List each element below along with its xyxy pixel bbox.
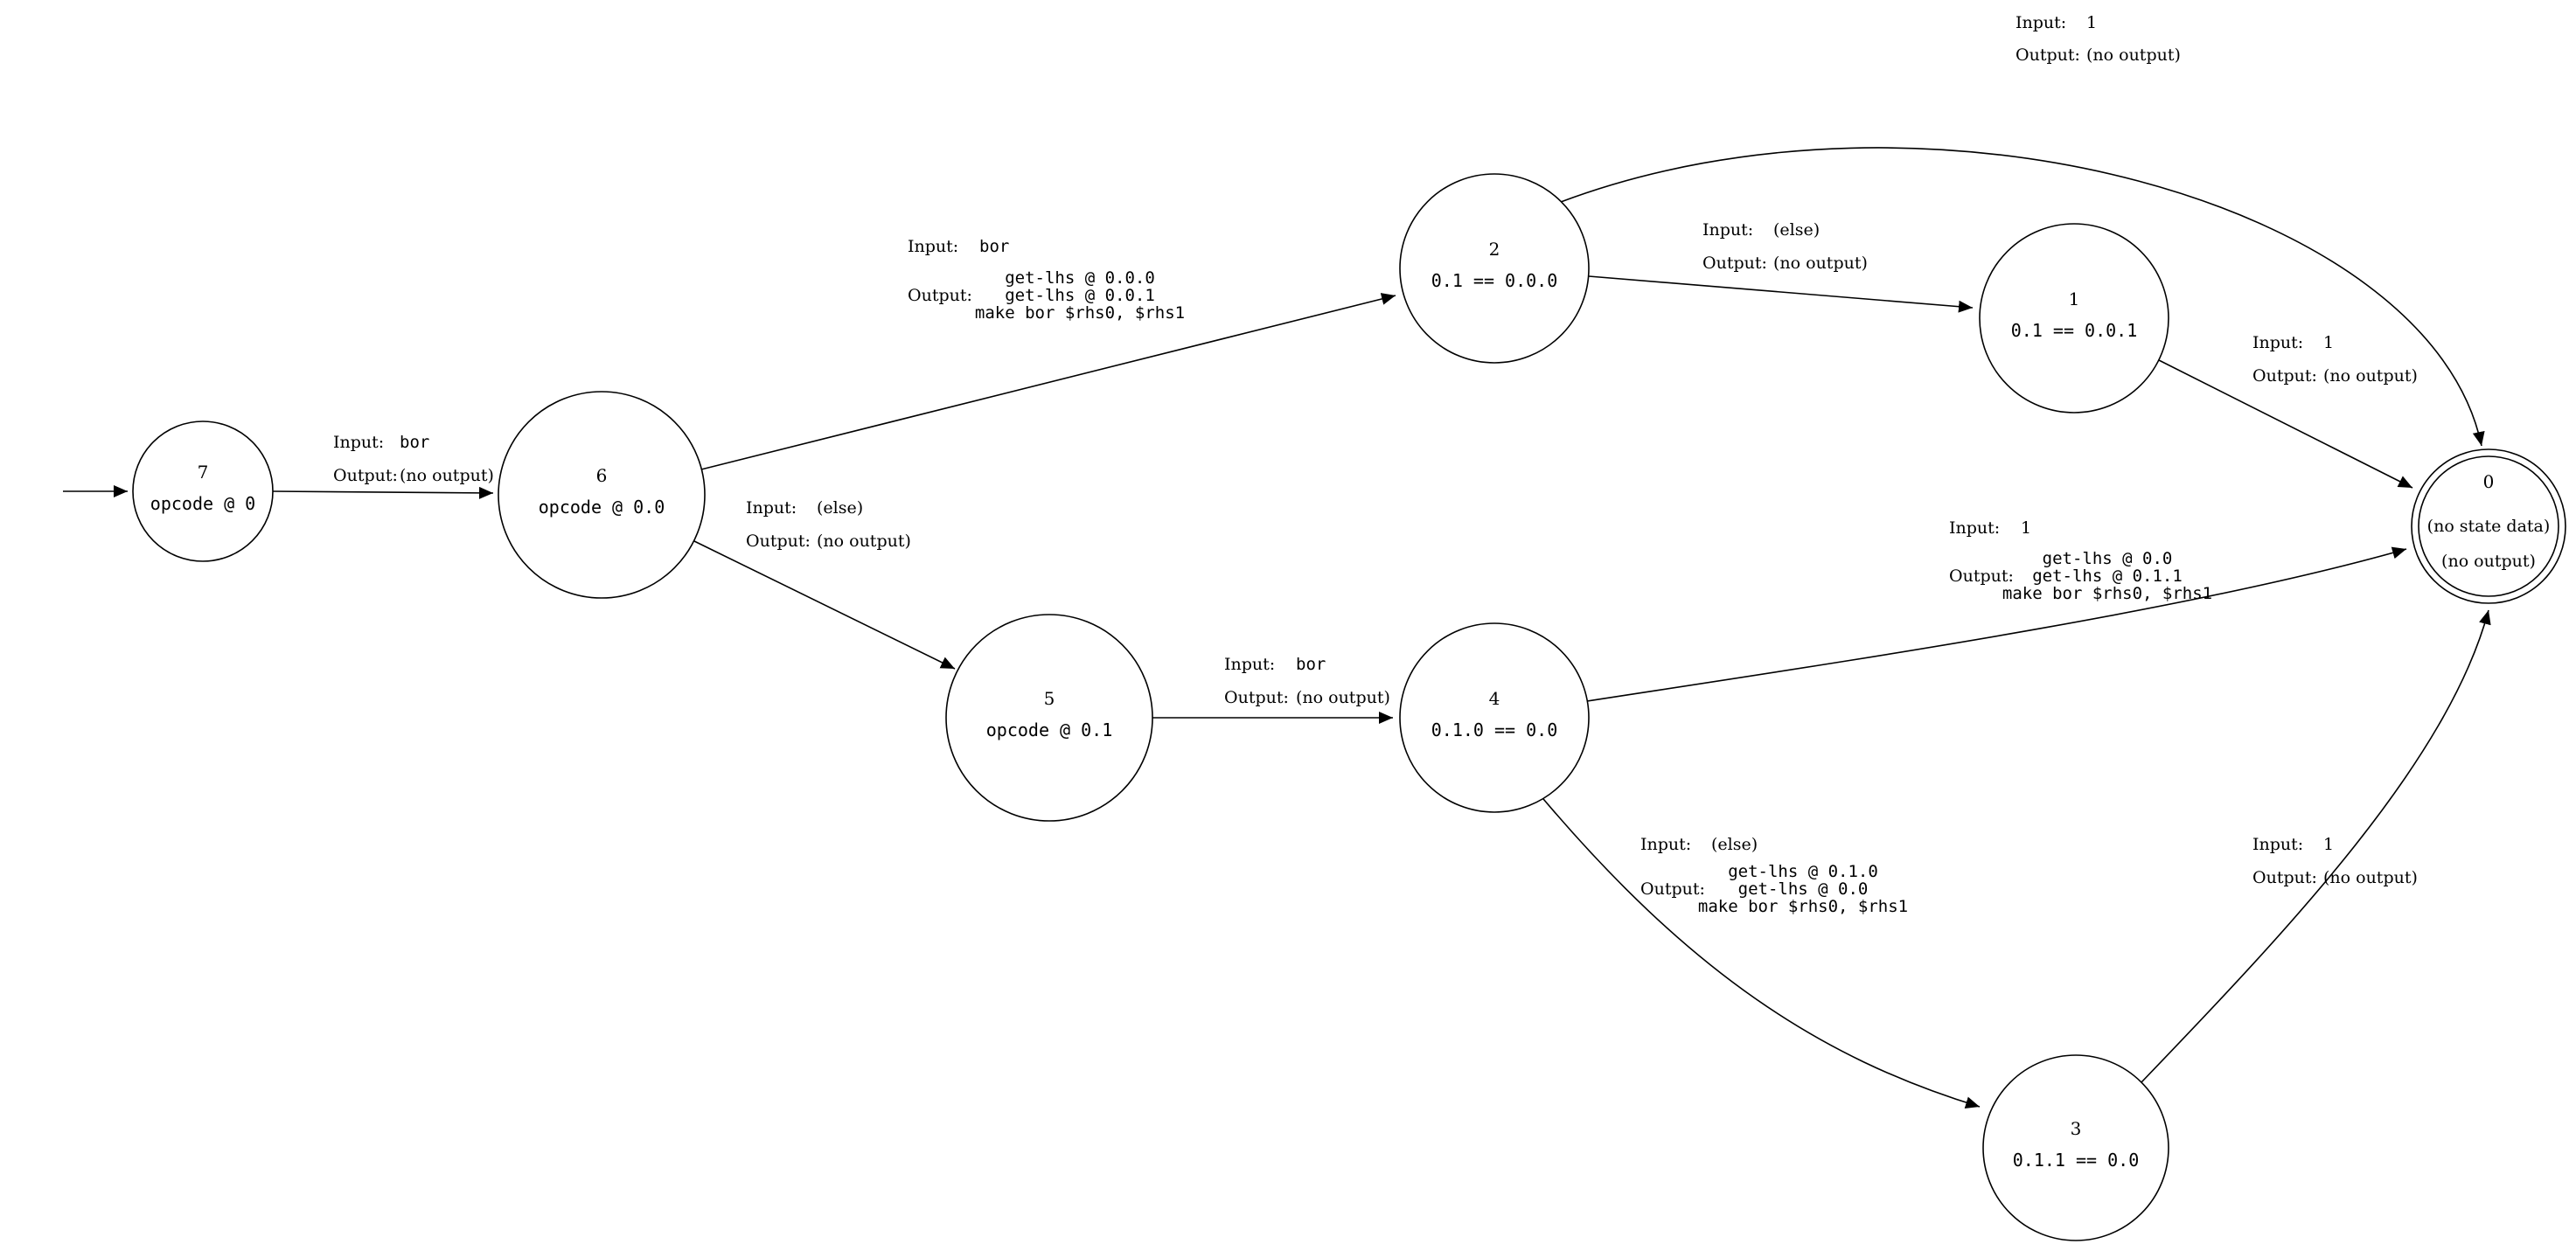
input-label: Input: [1702,220,1753,240]
edge-label-2-1: Input: (else) Output: (no output) [1702,220,1868,273]
state-node-4: 4 0.1.0 == 0.0 [1399,622,1590,813]
state-node-5: 5 opcode @ 0.1 [945,614,1153,822]
edge-label-5-4: Input: bor Output: (no output) [1224,655,1390,707]
node-state-label: 0.1 == 0.0.1 [2011,320,2138,341]
edge-4-3 [1538,793,1981,1109]
node-state-label: 0.1.1 == 0.0 [2013,1150,2140,1171]
input-value: 1 [2323,835,2334,854]
output-label: Output: [2016,45,2080,65]
node-id: 2 [1489,239,1500,260]
state-node-0-accepting: 0 (no state data) (no output) [2411,448,2566,604]
edge-6-5 [693,540,956,670]
output-value: make bor $rhs0, $rhs1 [2002,584,2212,603]
node-state-label: opcode @ 0.1 [986,719,1113,740]
output-label: Output: [746,532,811,551]
node-state-label: opcode @ 0.0 [539,497,665,518]
input-value: bor [979,237,1009,256]
input-label: Input: [746,498,797,518]
input-label: Input: [1949,518,2000,538]
node-inner-circle [2418,455,2559,597]
input-label: Input: [1640,835,1691,854]
output-value: get-lhs @ 0.1.1 [2032,566,2183,586]
node-id: 4 [1489,688,1500,709]
output-value: get-lhs @ 0.0 [2043,549,2173,568]
state-node-7: 7 opcode @ 0 [132,420,274,562]
state-node-3: 3 0.1.1 == 0.0 [1982,1054,2169,1241]
input-value: (else) [1773,220,1820,240]
edge-label-6-2: Input: bor Output: get-lhs @ 0.0.0 get-l… [908,237,1185,323]
edge-4-0 [1586,546,2407,702]
edge-label-4-0: Input: 1 Output: get-lhs @ 0.0 get-lhs @… [1949,518,2212,603]
node-circle [1982,1054,2169,1241]
node-circle [1399,173,1590,364]
edge-label-7-6: Input: bor Output: (no output) [333,433,494,485]
input-value: 1 [2021,518,2031,538]
output-label: Output: [1949,566,2014,586]
edge-label-4-3: Input: (else) Output: get-lhs @ 0.1.0 ge… [1640,835,1908,916]
output-value: get-lhs @ 0.0.0 [1005,268,1155,288]
node-id: 5 [1044,688,1055,709]
input-value: 1 [2086,13,2097,32]
input-value: bor [400,433,429,452]
input-label: Input: [908,237,958,256]
edge-3-0 [2141,609,2491,1083]
node-circle [1399,622,1590,813]
input-label: Input: [2252,333,2303,352]
edge-2-0 [1560,147,2485,447]
output-value: get-lhs @ 0.0.1 [1005,286,1155,305]
node-state-label: 0.1 == 0.0.0 [1431,270,1558,291]
output-label: Output: [908,286,972,305]
output-label: Output: [2252,868,2317,887]
input-label: Input: [1224,655,1275,674]
output-value: (no output) [2086,45,2181,65]
output-label: Output: [2252,366,2317,386]
node-id: 7 [198,462,209,483]
edge-2-1 [1588,275,1974,313]
input-label: Input: [333,433,384,452]
node-id: 0 [2483,471,2495,492]
output-value: (no output) [1773,254,1868,273]
node-state-label: opcode @ 0 [150,493,255,514]
state-node-1: 1 0.1 == 0.0.1 [1979,223,2169,414]
output-value: (no output) [2323,868,2418,887]
output-value: (no output) [400,466,494,485]
node-circle [498,391,706,599]
node-output-label: (no output) [2441,552,2536,571]
edge-label-1-0: Input: 1 Output: (no output) [2252,333,2418,386]
output-value: make bor $rhs0, $rhs1 [1698,897,1908,916]
state-node-6: 6 opcode @ 0.0 [498,391,706,599]
node-id: 3 [2071,1118,2082,1139]
node-id: 1 [2069,288,2080,309]
output-label: Output: [1702,254,1767,273]
node-circle [1979,223,2169,414]
node-circle [945,614,1153,822]
edge-label-3-0: Input: 1 Output: (no output) [2252,835,2418,887]
input-value: 1 [2323,333,2334,352]
output-label: Output: [333,466,398,485]
node-circle [132,420,274,562]
output-value: (no output) [817,532,911,551]
input-value: (else) [1711,835,1758,854]
output-value: (no output) [1296,688,1390,707]
output-value: make bor $rhs0, $rhs1 [975,303,1185,323]
node-state-label: 0.1.0 == 0.0 [1431,719,1558,740]
input-value: bor [1296,655,1326,674]
edge-6-2 [700,293,1396,470]
output-value: get-lhs @ 0.1.0 [1728,862,1878,881]
output-value: get-lhs @ 0.0 [1738,879,1869,899]
node-id: 6 [596,465,608,486]
output-label: Output: [1224,688,1289,707]
edge-label-6-5: Input: (else) Output: (no output) [746,498,911,551]
state-node-2: 2 0.1 == 0.0.0 [1399,173,1590,364]
input-label: Input: [2016,13,2066,32]
edge-7-6 [272,486,494,499]
output-value: (no output) [2323,366,2418,386]
output-label: Output: [1640,879,1705,899]
edge-label-2-0: Input: 1 Output: (no output) [2016,13,2181,65]
node-state-label: (no state data) [2427,517,2551,536]
input-value: (else) [817,498,863,518]
edge-1-0 [2158,359,2413,489]
input-label: Input: [2252,835,2303,854]
